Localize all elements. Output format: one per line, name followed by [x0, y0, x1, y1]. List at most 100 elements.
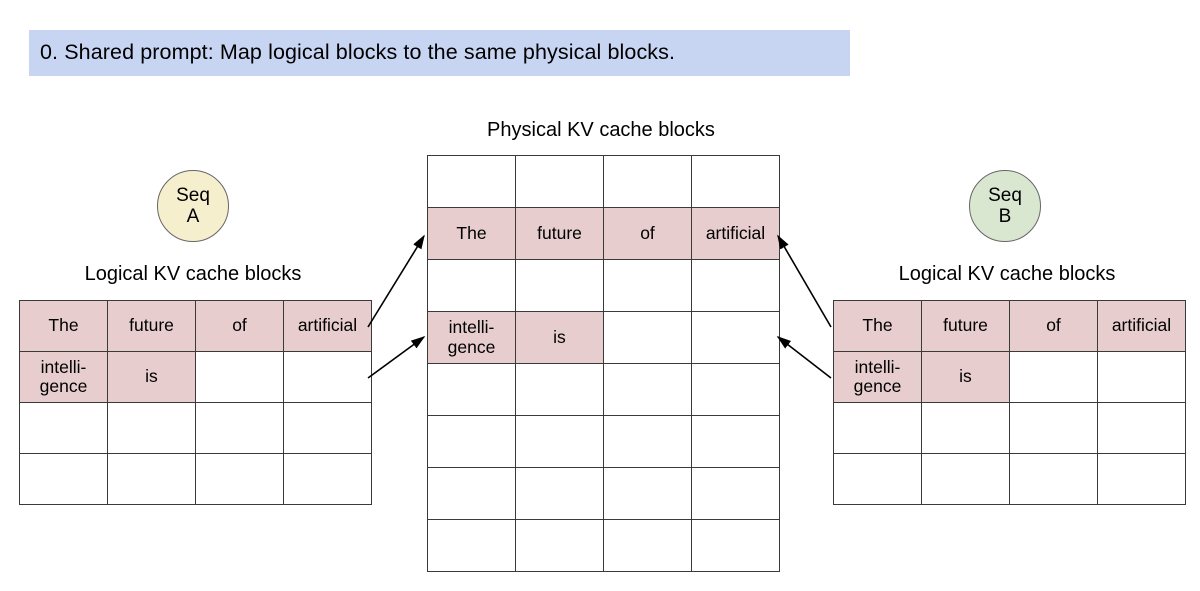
physical-row: intelli- gence is	[427, 311, 780, 364]
physical-cell-r5-c2	[515, 363, 604, 416]
physical-cell-r3-c1	[427, 259, 516, 312]
physical-cell-text: is	[553, 326, 566, 347]
physical-row	[427, 259, 780, 312]
physical-row	[427, 415, 780, 468]
logical-b-cell-r1-c1: The	[833, 300, 922, 352]
logical-b-cell-text: future	[943, 315, 988, 336]
logical-a-cell-r4-c2	[107, 453, 196, 505]
physical-cell-r2-c1: The	[427, 207, 516, 260]
physical-cell-r7-c3	[603, 467, 692, 520]
logical-b-cell-r1-c2: future	[921, 300, 1010, 352]
physical-cell-r6-c1	[427, 415, 516, 468]
arrow-a-row2-to-physical-row4	[367, 336, 426, 379]
logical-b-cell-r2-c2: is	[921, 351, 1010, 403]
logical-a-cell-text: The	[48, 315, 79, 336]
physical-kv-table: The future of artificial intelli- gence is	[427, 155, 780, 572]
logical-b-cell-r4-c3	[1009, 453, 1098, 505]
physical-cell-r3-c3	[603, 259, 692, 312]
shared-prompt-banner-text: 0. Shared prompt: Map logical blocks to …	[40, 40, 676, 65]
physical-row	[427, 155, 780, 208]
logical-b-cell-r3-c1	[833, 402, 922, 454]
logical-b-cell-r2-c1: intelli- gence	[833, 351, 922, 403]
physical-cell-r8-c1	[427, 519, 516, 572]
seq-b-label-line2: B	[998, 206, 1012, 227]
physical-row	[427, 467, 780, 520]
logical-b-cell-r1-c3: of	[1009, 300, 1098, 352]
physical-cell-r8-c3	[603, 519, 692, 572]
logical-b-cell-text: of	[1046, 315, 1061, 336]
physical-cell-text: intelli- gence	[447, 317, 496, 357]
logical-b-row	[833, 402, 1186, 454]
logical-b-cell-r3-c3	[1009, 402, 1098, 454]
logical-a-cell-r1-c4: artificial	[283, 300, 372, 352]
physical-cell-r7-c4	[691, 467, 780, 520]
physical-cell-r1-c1	[427, 155, 516, 208]
logical-a-cell-r4-c3	[195, 453, 284, 505]
logical-a-cell-text: of	[232, 315, 247, 336]
logical-b-cell-text: is	[959, 366, 972, 387]
logical-b-cell-r4-c2	[921, 453, 1010, 505]
logical-b-cell-text: The	[862, 315, 893, 336]
physical-cell-r6-c2	[515, 415, 604, 468]
physical-cell-r1-c4	[691, 155, 780, 208]
logical-b-cell-r4-c1	[833, 453, 922, 505]
shared-prompt-banner: 0. Shared prompt: Map logical blocks to …	[29, 30, 850, 76]
physical-cell-r7-c1	[427, 467, 516, 520]
physical-cell-text: The	[456, 222, 487, 243]
logical-a-cell-r1-c3: of	[195, 300, 284, 352]
physical-cell-r1-c3	[603, 155, 692, 208]
physical-cell-r4-c2: is	[515, 311, 604, 364]
logical-b-cell-r1-c4: artificial	[1097, 300, 1186, 352]
logical-a-cell-text: is	[145, 366, 158, 387]
physical-cell-r5-c1	[427, 363, 516, 416]
logical-a-row: intelli- gence is	[19, 351, 372, 403]
logical-b-cell-r3-c4	[1097, 402, 1186, 454]
logical-a-row	[19, 402, 372, 454]
physical-row: The future of artificial	[427, 207, 780, 260]
logical-b-row: The future of artificial	[833, 300, 1186, 352]
logical-a-cell-r1-c1: The	[19, 300, 108, 352]
physical-cell-r4-c4	[691, 311, 780, 364]
logical-b-caption: Logical KV cache blocks	[898, 263, 1116, 285]
seq-a-label-line2: A	[186, 206, 200, 227]
logical-b-cell-r4-c4	[1097, 453, 1186, 505]
physical-cell-text: artificial	[705, 222, 766, 243]
physical-cell-r2-c2: future	[515, 207, 604, 260]
physical-cell-r5-c4	[691, 363, 780, 416]
arrow-b-row2-to-physical-row4	[776, 336, 832, 379]
logical-b-cell-r3-c2	[921, 402, 1010, 454]
physical-cell-r5-c3	[603, 363, 692, 416]
logical-a-cell-r4-c1	[19, 453, 108, 505]
seq-a-badge: Seq A	[157, 170, 229, 242]
logical-a-cell-r3-c4	[283, 402, 372, 454]
logical-a-cell-r4-c4	[283, 453, 372, 505]
seq-b-label-line1: Seq	[988, 184, 1022, 206]
logical-a-cell-r2-c3	[195, 351, 284, 403]
physical-cell-text: of	[640, 222, 655, 243]
logical-a-cell-r2-c4	[283, 351, 372, 403]
physical-cell-text: future	[537, 222, 582, 243]
arrow-b-row1-to-physical-row2	[777, 234, 832, 328]
logical-a-cell-text: artificial	[297, 315, 358, 336]
seq-b-badge: Seq B	[969, 170, 1041, 242]
logical-b-row	[833, 453, 1186, 505]
physical-cell-r4-c1: intelli- gence	[427, 311, 516, 364]
logical-a-cell-r2-c1: intelli- gence	[19, 351, 108, 403]
physical-row	[427, 363, 780, 416]
arrow-a-row1-to-physical-row2	[367, 234, 425, 328]
logical-b-cell-text: intelli- gence	[853, 356, 902, 396]
physical-caption: Physical KV cache blocks	[487, 119, 715, 141]
physical-cell-r3-c4	[691, 259, 780, 312]
logical-a-caption: Logical KV cache blocks	[84, 263, 302, 285]
logical-a-row	[19, 453, 372, 505]
physical-cell-r3-c2	[515, 259, 604, 312]
physical-cell-r1-c2	[515, 155, 604, 208]
seq-a-label-line1: Seq	[176, 184, 210, 206]
physical-cell-r6-c4	[691, 415, 780, 468]
logical-kv-table-b: The future of artificial intelli- gence is	[833, 300, 1186, 505]
logical-b-cell-r2-c4	[1097, 351, 1186, 403]
logical-b-row: intelli- gence is	[833, 351, 1186, 403]
logical-b-cell-text: artificial	[1111, 315, 1172, 336]
